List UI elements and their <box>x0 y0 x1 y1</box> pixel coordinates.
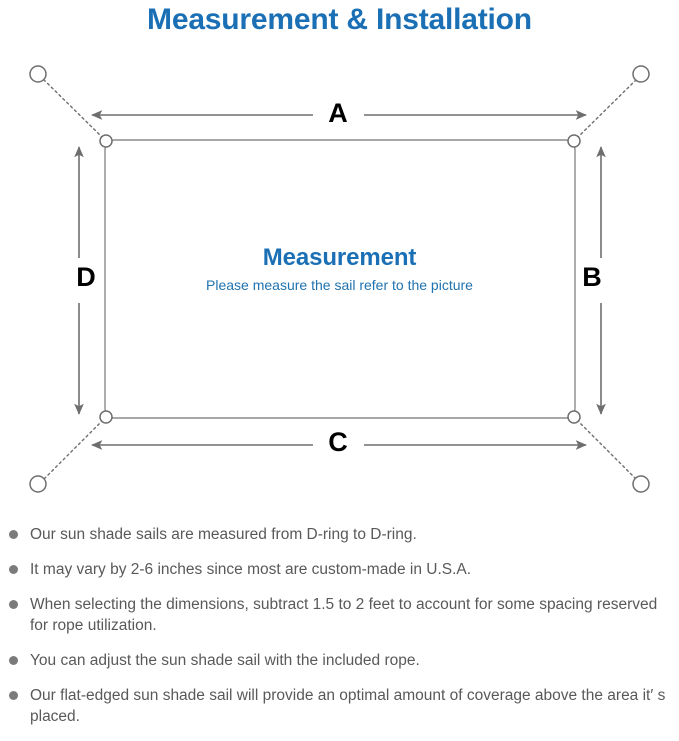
rope-line-top-left <box>40 76 104 139</box>
sail-body-outline <box>104 139 576 419</box>
list-item-text: When selecting the dimensions, subtract … <box>30 596 658 634</box>
bullet-icon <box>9 691 18 700</box>
anchor-point-top-right <box>632 65 650 83</box>
diagram-center-subheading: Please measure the sail refer to the pic… <box>206 277 473 293</box>
anchor-point-bottom-left <box>29 475 47 493</box>
notes-list: Our sun shade sails are measured from D-… <box>0 524 679 741</box>
rope-line-bottom-right <box>576 419 640 483</box>
page-title: Measurement & Installation <box>147 3 532 36</box>
bullet-icon <box>9 565 18 574</box>
rope-line-bottom-left <box>40 419 104 483</box>
dimension-label-d: D <box>76 262 96 292</box>
rope-line-top-right <box>576 76 640 139</box>
list-item: Our sun shade sails are measured from D-… <box>0 524 679 545</box>
measurement-diagram-svg <box>29 65 650 493</box>
list-item-text: Our sun shade sails are measured from D-… <box>30 526 417 543</box>
bullet-icon <box>9 600 18 609</box>
anchor-point-top-left <box>29 65 47 83</box>
measurement-diagram: Measurement Please measure the sail refe… <box>0 46 679 516</box>
d-ring-bottom-left <box>99 410 113 424</box>
list-item: Our flat-edged sun shade sail will provi… <box>0 685 679 727</box>
list-item: It may vary by 2-6 inches since most are… <box>0 559 679 580</box>
d-ring-top-left <box>99 134 113 148</box>
dimension-label-b: B <box>582 262 602 292</box>
list-item: You can adjust the sun shade sail with t… <box>0 650 679 671</box>
dimension-label-a: A <box>328 98 348 128</box>
d-ring-top-right <box>567 134 581 148</box>
d-ring-bottom-right <box>567 410 581 424</box>
diagram-center-heading: Measurement <box>262 244 417 271</box>
list-item-text: You can adjust the sun shade sail with t… <box>30 652 420 669</box>
bullet-icon <box>9 530 18 539</box>
list-item-text: It may vary by 2-6 inches since most are… <box>30 561 472 578</box>
list-item-text: Our flat-edged sun shade sail will provi… <box>30 687 666 725</box>
dimension-label-c: C <box>328 427 348 457</box>
list-item: When selecting the dimensions, subtract … <box>0 594 679 636</box>
bullet-icon <box>9 656 18 665</box>
anchor-point-bottom-right <box>632 475 650 493</box>
